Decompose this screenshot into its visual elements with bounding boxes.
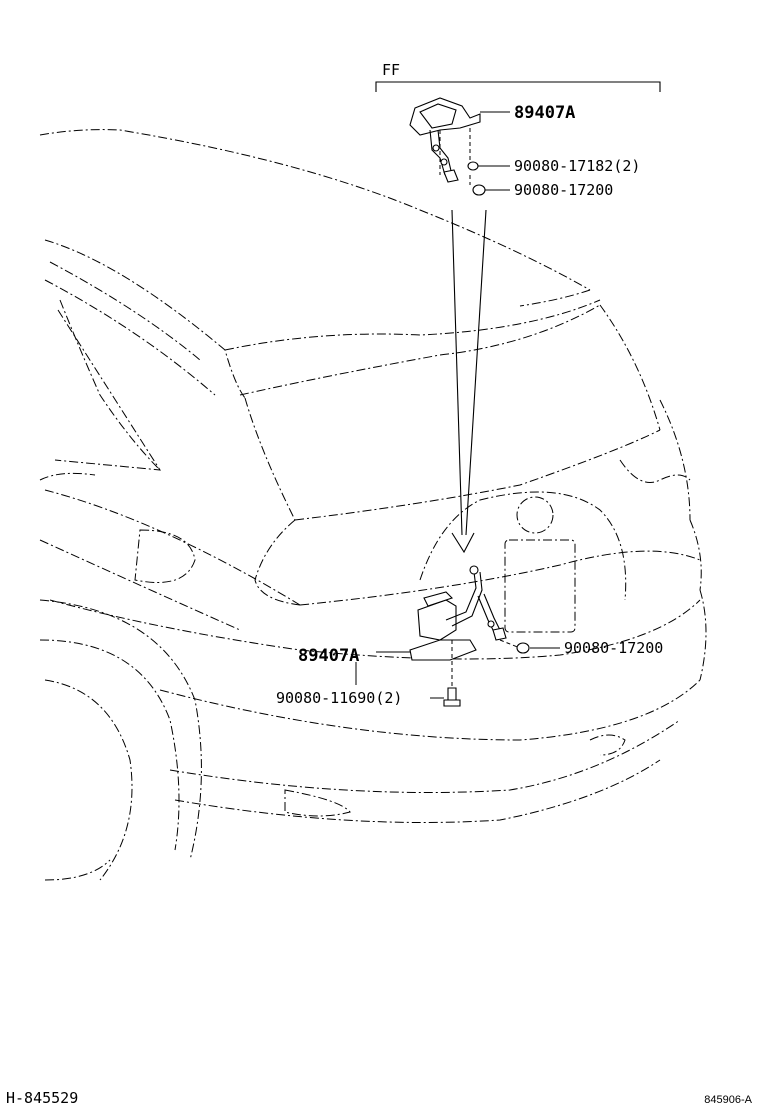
diagram-code: H-845529 [6, 1089, 78, 1107]
main-sensor-assembly [409, 565, 521, 688]
callout-top-nut: 90080-17200 [514, 181, 613, 199]
ref-code: 845906-A [704, 1094, 752, 1106]
bolt-main [443, 687, 461, 707]
nut-main [516, 642, 530, 654]
variant-label: FF [382, 61, 400, 79]
callout-main-sensor: 89407A [298, 646, 359, 666]
nut-top [472, 184, 486, 196]
nut-small-top [467, 161, 479, 171]
callout-main-bolt: 90080-11690(2) [276, 689, 402, 707]
callout-main-nut: 90080-17200 [564, 639, 663, 657]
callout-top-nut-small: 90080-17182(2) [514, 157, 640, 175]
ff-detail: FF 89407A 90080-17182(2) 90080-17200 [375, 61, 661, 199]
vehicle-outline [39, 129, 707, 881]
callout-top-sensor: 89407A [514, 103, 575, 123]
callout-arrow [451, 209, 487, 554]
sensor-top [409, 97, 481, 185]
